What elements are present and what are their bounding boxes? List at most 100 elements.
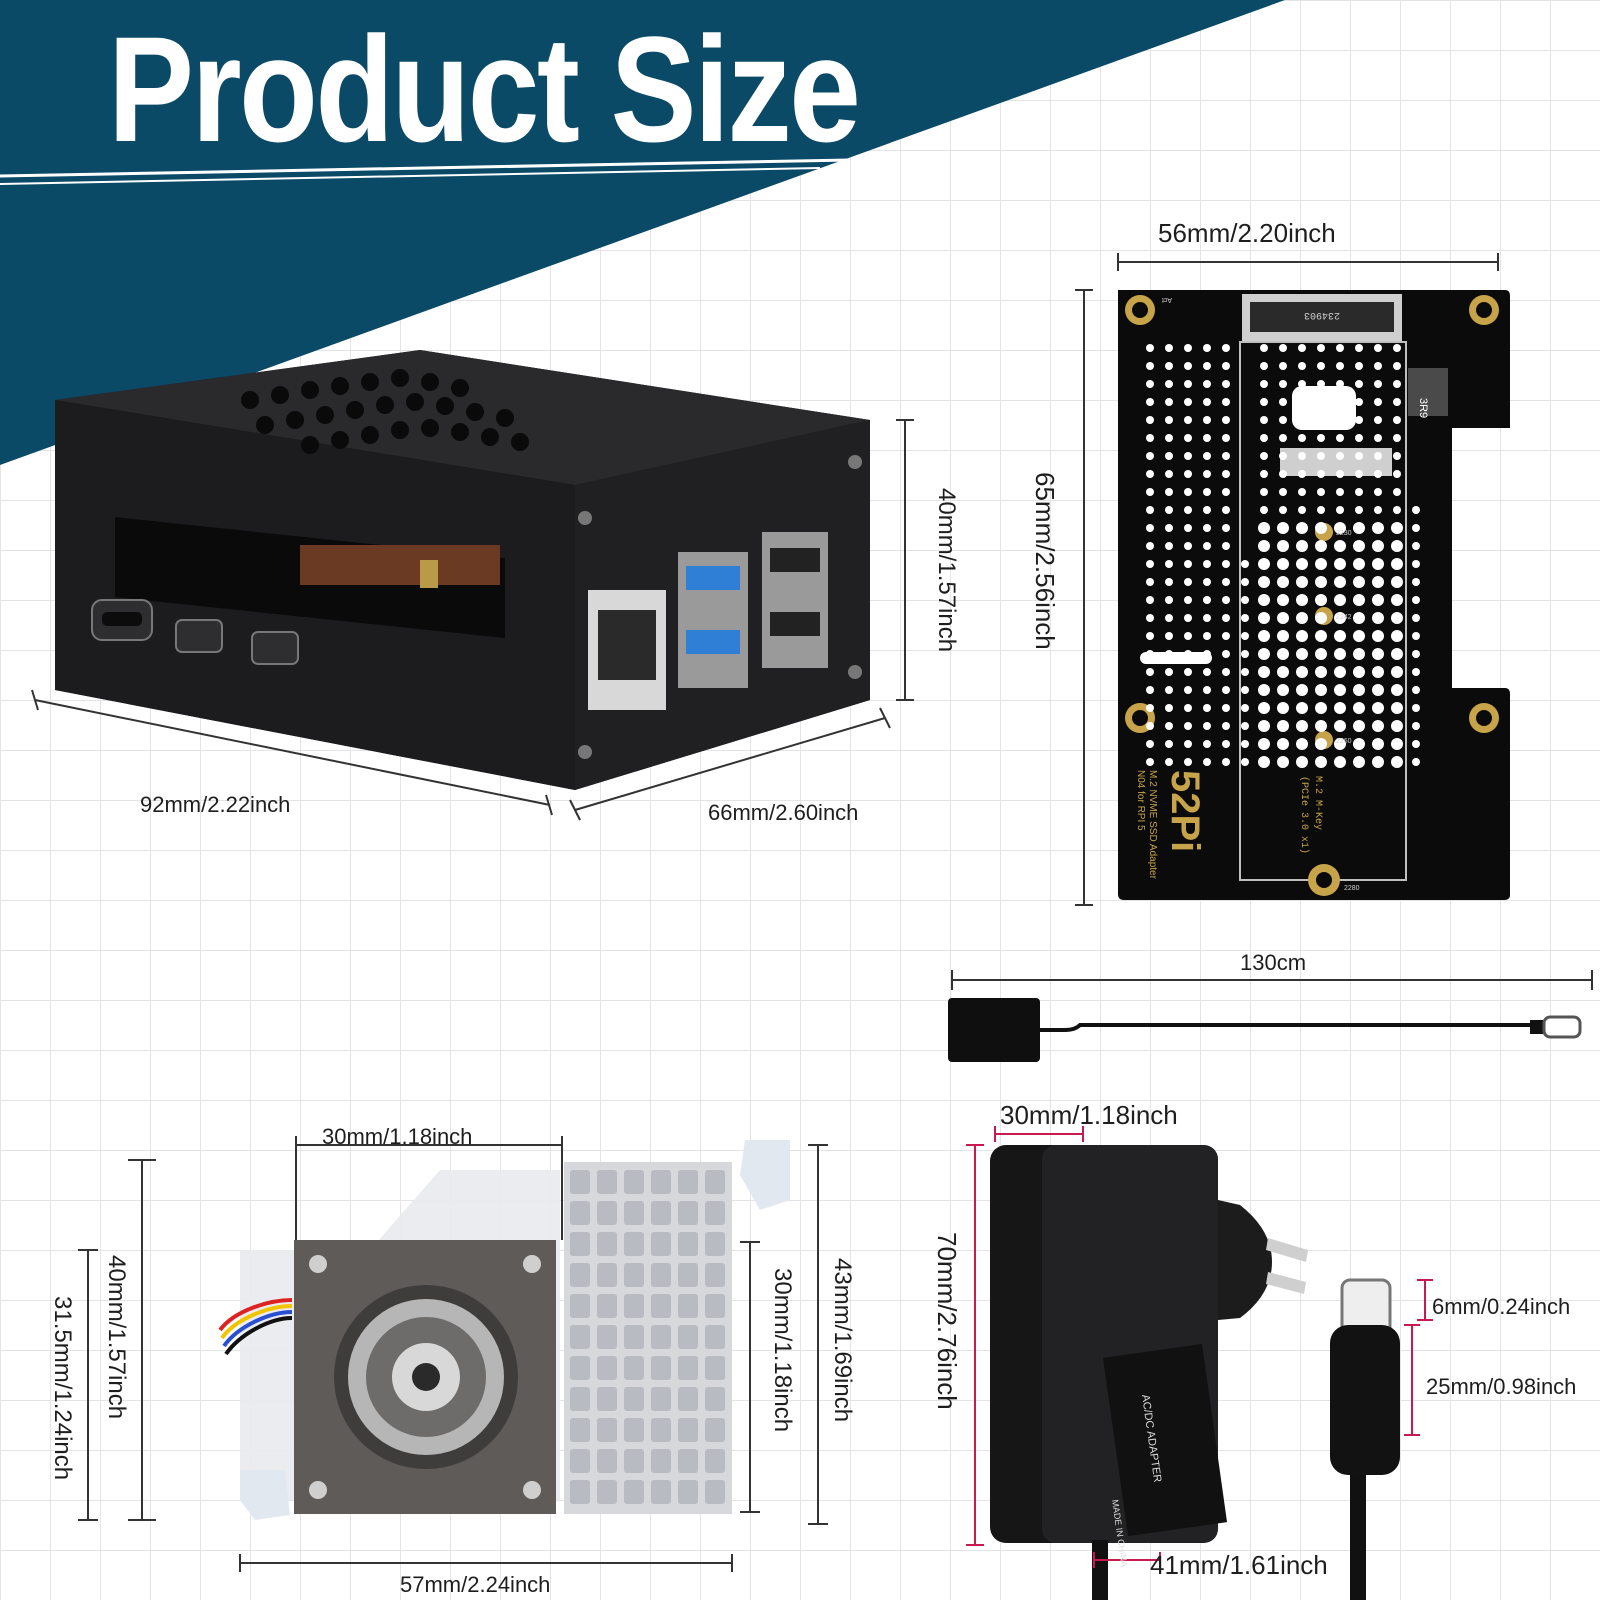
heatsink-fin [705,1232,725,1256]
pcb-hole [1353,630,1365,642]
pcb-hole [1241,758,1249,766]
pcb-hole [1165,632,1173,640]
pcb-hole [1279,434,1287,442]
pcb-hole [1372,648,1384,660]
heatsink-fin [705,1201,725,1225]
pcb-hole [1222,758,1230,766]
pcb-hole [1315,540,1327,552]
pcb-hole [1355,344,1363,352]
pcb-hole [1353,648,1365,660]
pcb-hole [1184,434,1192,442]
pcb-hole [1334,756,1346,768]
pcb-hole [1393,362,1401,370]
pcb-hole [1391,702,1403,714]
pcb-hole [1222,668,1230,676]
pcb-hole [1260,470,1268,478]
board-silkscreen-part: 234903 [1304,309,1340,320]
board-logo: 52Pi [1163,770,1207,852]
pcb-hole [1146,452,1154,460]
heatsink-fin [597,1480,617,1504]
pcb-hole [1412,668,1420,676]
pcb-hole [1355,380,1363,388]
cooler-height-inner-label: 31.5mm/1.24inch [49,1296,76,1481]
board-silkscreen-act: Act [1162,296,1172,303]
pcb-hole [1203,704,1211,712]
pcb-hole [1146,506,1154,514]
pcb-hole [1315,738,1327,750]
pcb-hole [1298,344,1306,352]
pcb-hole [1353,594,1365,606]
pcb-hole [1317,344,1325,352]
pcb-hole [1391,522,1403,534]
adapter-thickness-label: 30mm/1.18inch [1000,1100,1178,1130]
pcb-hole [1277,594,1289,606]
pcb-hole [1241,650,1249,658]
pcb-hole [1146,758,1154,766]
heatsink-fin [597,1201,617,1225]
pcb-hole [1222,398,1230,406]
heatsink-fin [597,1387,617,1411]
pcb-hole [1165,596,1173,604]
pcb-hole [1317,380,1325,388]
pcb-hole [1298,416,1306,424]
pcb-hole [1258,756,1270,768]
board-silkscreen-2242: 2242 [1336,614,1352,621]
pcb-hole [1372,612,1384,624]
pcb-hole [1412,632,1420,640]
board-dimension-lines [1075,253,1499,906]
pcb-hole [1334,720,1346,732]
pcb-hole [1258,684,1270,696]
heatsink-fin [570,1263,590,1287]
pcb-hole [1279,506,1287,514]
pcb-hole [1258,558,1270,570]
pcb-hole [1412,614,1420,622]
heatsink-fin [705,1480,725,1504]
pcb-hole [1203,560,1211,568]
heatsink-fin [624,1325,644,1349]
pcb-hole [1355,362,1363,370]
pcb-hole [1393,398,1401,406]
heatsink-fin [570,1480,590,1504]
pcb-hole [1165,614,1173,622]
pcb-hole [1336,344,1344,352]
page-title: Product Size [108,5,861,173]
pcb-hole [1241,614,1249,622]
pcb-hole [1146,704,1154,712]
pcb-hole [1353,720,1365,732]
cooler-heatsink-height-label: 30mm/1.18inch [769,1268,796,1433]
pcb-hole [1203,578,1211,586]
pcb-hole [1260,362,1268,370]
pcb-hole [1412,758,1420,766]
pcb-hole [1279,488,1287,496]
pcb-hole [1296,756,1308,768]
pcb-hole [1184,524,1192,532]
pcb-hole [1296,612,1308,624]
pcb-hole [1334,540,1346,552]
metal-case [55,350,870,790]
pcb-hole [1298,506,1306,514]
pcb-hole [1334,594,1346,606]
pcb-hole [1222,452,1230,460]
pcb-hole [1336,362,1344,370]
heatsink-fin [705,1418,725,1442]
power-adapter [990,1145,1308,1600]
pcb-hole [1374,380,1382,388]
heatsink-fin [651,1294,671,1318]
pcb-hole [1372,666,1384,678]
pcb-hole [1203,452,1211,460]
heatsink-fin [678,1449,698,1473]
pcb-hole [1296,666,1308,678]
heatsink-fin [570,1294,590,1318]
pcb-hole [1315,594,1327,606]
pcb-hole [1372,594,1384,606]
pcb-hole [1260,380,1268,388]
pcb-hole [1222,524,1230,532]
pcb-hole [1296,738,1308,750]
pcb-hole [1372,522,1384,534]
pcb-hole [1203,740,1211,748]
pcb-hole [1146,650,1154,658]
pcb-hole [1165,470,1173,478]
pcb-hole [1165,560,1173,568]
pcb-hole [1258,522,1270,534]
pcb-hole [1353,522,1365,534]
